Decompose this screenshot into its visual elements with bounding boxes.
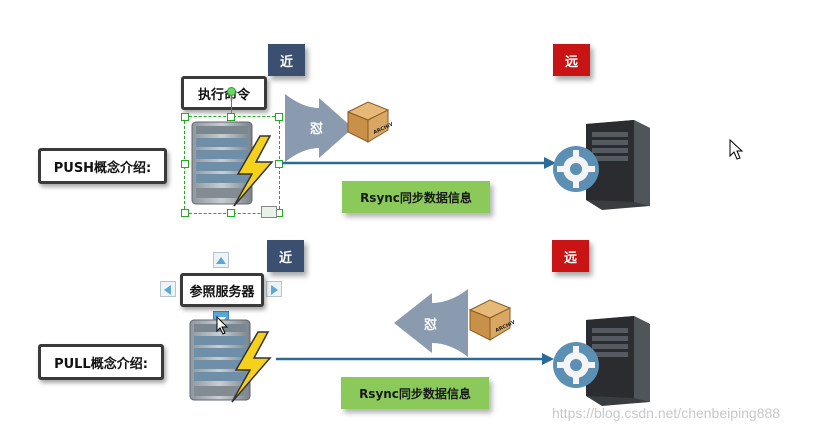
resize-handle-tm[interactable] (227, 113, 235, 121)
push-far-text: 远 (564, 54, 578, 70)
push-concept-box: PUSH概念介绍: (38, 148, 167, 184)
pull-arrow-shape (394, 289, 468, 357)
pointer-cursor-icon (216, 316, 229, 335)
resize-handle-bl[interactable] (181, 209, 189, 217)
pull-archive-box-icon: ARCHIVE (468, 299, 514, 341)
pull-sync-box: Rsync同步数据信息 (341, 377, 489, 409)
nav-left-icon (164, 285, 171, 295)
resize-handle-tr[interactable] (275, 113, 283, 121)
push-sync-box: Rsync同步数据信息 (342, 181, 490, 213)
push-connection-line (282, 157, 556, 169)
watermark-text: https://blog.csdn.net/chenbeiping888 (552, 405, 781, 421)
push-sync-label: Rsync同步数据信息 (360, 190, 472, 205)
push-arrow-label: 怼 (310, 122, 324, 137)
pull-local-server-icon (189, 319, 272, 403)
nav-right-button[interactable] (266, 281, 282, 297)
push-arrow-shape (285, 94, 353, 162)
resize-handle-ml[interactable] (181, 160, 189, 168)
pull-far-text: 远 (563, 250, 577, 266)
push-far-tag: 远 (553, 44, 590, 76)
pull-arrow-label: 怼 (424, 318, 438, 333)
nav-left-button[interactable] (160, 281, 176, 297)
execute-command-label: 执行命令 (197, 87, 250, 103)
push-concept-label: PUSH概念介绍: (53, 160, 152, 176)
pull-remote-server-icon (553, 316, 650, 406)
push-remote-server-icon (553, 120, 650, 210)
reference-server-label: 参照服务器 (189, 284, 255, 300)
execute-command-box[interactable]: 执行命令 (181, 76, 267, 110)
pull-near-tag: 近 (267, 240, 304, 272)
pull-near-text: 近 (278, 250, 292, 266)
reference-server-box[interactable]: 参照服务器 (180, 273, 264, 307)
push-local-server-icon (191, 121, 274, 207)
mouse-cursor-icon (729, 139, 744, 160)
nav-up-icon (216, 257, 226, 264)
resize-handle-tl[interactable] (181, 113, 189, 121)
pull-far-tag: 远 (552, 240, 589, 272)
pull-connection-line (276, 353, 554, 365)
rotate-connector (231, 95, 232, 113)
nav-right-icon (271, 285, 278, 295)
pull-sync-label: Rsync同步数据信息 (359, 386, 471, 401)
pull-concept-label: PULL概念介绍: (54, 356, 148, 372)
resize-handle-bm[interactable] (227, 209, 235, 217)
shape-options-handle[interactable] (261, 206, 277, 218)
pull-concept-box: PULL概念介绍: (38, 344, 164, 380)
push-archive-box-icon: ARCHIVE (346, 101, 392, 143)
nav-up-button[interactable] (213, 252, 229, 268)
push-near-tag: 近 (268, 44, 305, 76)
push-near-text: 近 (279, 54, 293, 70)
